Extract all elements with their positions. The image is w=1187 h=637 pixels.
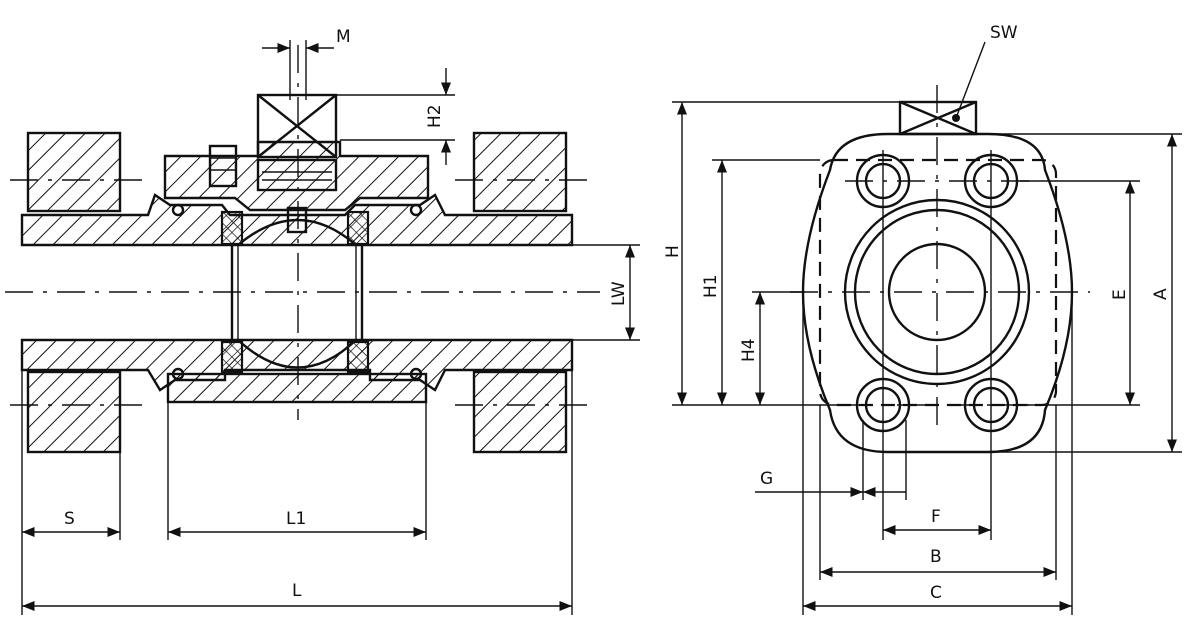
dim-label-SW: SW: [990, 23, 1018, 43]
dim-label-LW: LW: [609, 281, 629, 306]
dim-label-H4: H4: [739, 338, 759, 362]
dim-label-F: F: [931, 507, 941, 527]
dim-label-A: A: [1151, 288, 1171, 300]
right-flange-top: [472, 131, 568, 213]
dim-label-H1: H1: [701, 274, 721, 298]
seat-left-upper: [220, 210, 244, 246]
seat-right-lower: [346, 340, 370, 374]
dim-label-S: S: [64, 509, 75, 529]
stem-housing: [163, 140, 430, 212]
dim-label-E: E: [1110, 289, 1130, 300]
stem-block: [256, 93, 338, 159]
dim-label-H2: H2: [425, 104, 445, 128]
dim-label-L: L: [292, 581, 302, 601]
lower-pipe-wall: [20, 338, 574, 392]
grease-nipple: [208, 144, 238, 188]
right-flange-bottom: [472, 370, 568, 454]
left-flange-bottom: [26, 370, 122, 454]
seat-right-upper: [346, 210, 370, 246]
left-flange-top: [26, 131, 122, 213]
dim-label-H: H: [663, 245, 683, 258]
section-view: M H2 LW S L1 L: [5, 27, 640, 615]
dim-label-C: C: [930, 583, 942, 603]
stem-square: [898, 100, 978, 136]
dim-label-B: B: [930, 547, 942, 567]
dim-label-M: M: [336, 27, 351, 47]
end-view: SW H H1 H4 E A G: [663, 23, 1182, 615]
lower-center-body: [166, 372, 428, 404]
seat-left-lower: [220, 340, 244, 374]
dim-label-L1: L1: [286, 509, 306, 529]
dim-label-G: G: [760, 469, 773, 489]
